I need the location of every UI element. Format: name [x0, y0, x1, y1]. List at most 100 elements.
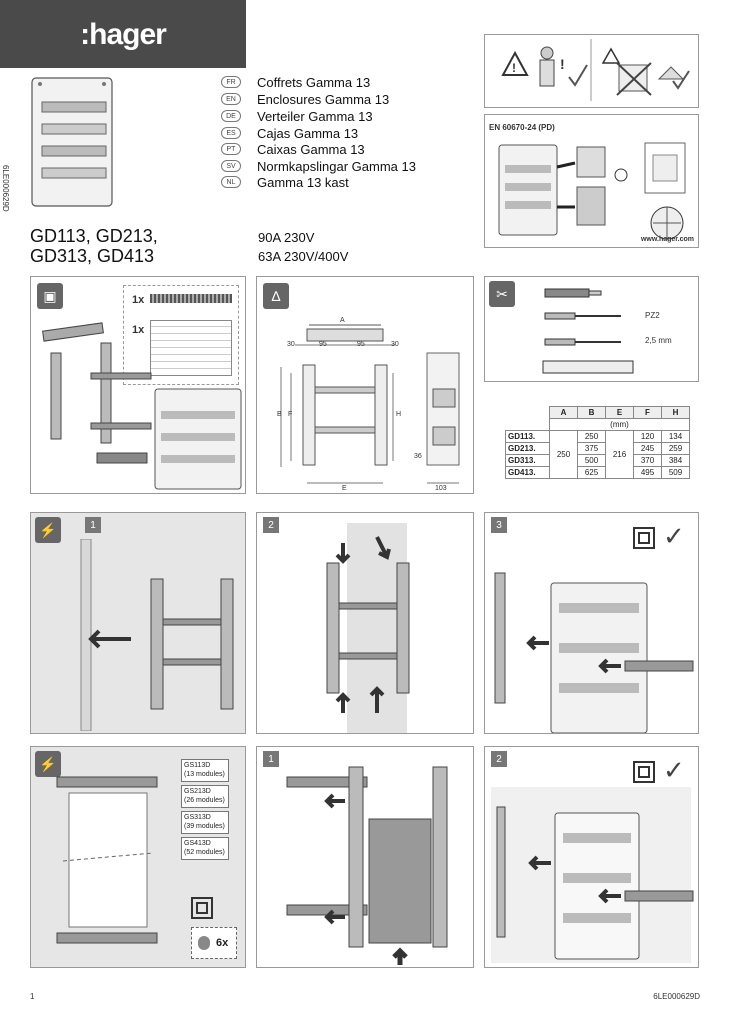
dim-30-left: 30	[287, 341, 295, 348]
language-row-fr: FR Coffrets Gamma 13	[221, 74, 370, 90]
col-header: F	[633, 406, 662, 419]
vertical-doc-id: 6LE000629D	[1, 165, 10, 212]
dim-95-left: 95	[319, 341, 327, 348]
list-item: GS213D(26 modules)	[181, 785, 229, 808]
safety-warning-illustration: ! !	[501, 39, 690, 101]
compass-icon: ∆	[263, 283, 289, 309]
step-number: 3	[491, 517, 507, 533]
row-model: GD413.	[505, 466, 550, 479]
mounting-step-2-panel: 2 ✓	[484, 746, 699, 968]
rating-line-1: 90A 230V	[258, 230, 315, 245]
box-contents-panel: ▣ 1x 1x	[30, 276, 246, 494]
language-row-pt: PT Caixas Gamma 13	[221, 141, 365, 157]
rating-line-2: 63A 230V/400V	[258, 249, 349, 264]
table-corner	[506, 407, 550, 419]
compliance-illustration	[498, 142, 686, 240]
mounting-step-1-panel: 1	[256, 746, 474, 968]
language-row-nl: NL Gamma 13 kast	[221, 174, 349, 190]
dim-f: F	[288, 411, 293, 418]
col-header: B	[577, 406, 606, 419]
table-row: GD213. 375 245 259	[505, 442, 690, 455]
svg-text:!: !	[560, 56, 565, 72]
label-sheet-graphic	[150, 320, 232, 376]
step-2-illustration	[326, 523, 410, 733]
standard-panel: EN 60670-24 (PD) www.hager.com	[484, 114, 699, 248]
checkmark-icon: ✓	[663, 521, 685, 551]
row-model: GD113.	[505, 430, 550, 443]
svg-text:!: !	[512, 61, 516, 75]
col-header: H	[661, 406, 690, 419]
dim-a: A	[340, 317, 345, 324]
power-off-icon: ⚡	[35, 751, 61, 777]
tool-flat-screwdriver: 2,5 mm	[645, 336, 672, 345]
language-row-es: ES Cajas Gamma 13	[221, 125, 358, 141]
page-number: 1	[30, 992, 35, 1001]
accessory-frame-illustration	[56, 776, 158, 944]
accessory-panel: ⚡ GS113D(13 modules) GS213D(26 modules) …	[30, 746, 246, 968]
table-unit-row: (mm)	[506, 418, 690, 431]
row-model: GD313.	[505, 454, 550, 467]
step-3-illustration	[494, 572, 694, 733]
model-line-2: GD313, GD413	[30, 246, 155, 266]
accessory-code: GS113D	[184, 762, 211, 769]
screw-icon	[198, 936, 210, 950]
language-code: DE	[221, 110, 241, 122]
qty-blanking-strip: 1x	[132, 294, 145, 306]
dim-95-right: 95	[357, 341, 365, 348]
language-title: Coffrets Gamma 13	[257, 74, 371, 90]
col-header: E	[605, 406, 634, 419]
box-icon: ▣	[37, 283, 63, 309]
table-header-row: A B E F H	[506, 406, 690, 419]
dim-103: 103	[435, 485, 447, 492]
cell-h: 259	[661, 442, 690, 455]
footer-doc-id: 6LE000629D	[653, 992, 700, 1001]
language-title: Verteiler Gamma 13	[257, 108, 373, 124]
table-row: GD313. 500 370 384	[505, 454, 690, 467]
table-row: GD413. 625 495 509	[505, 466, 690, 479]
tools-icon: ✂	[489, 281, 515, 307]
accessory-list: GS113D(13 modules) GS213D(26 modules) GS…	[181, 759, 229, 863]
step-1-panel: ⚡ 1	[30, 512, 246, 734]
list-item: GS313D(39 modules)	[181, 811, 229, 834]
double-insulation-icon	[633, 527, 655, 549]
dim-36: 36	[414, 453, 422, 460]
dim-e: E	[342, 485, 347, 492]
cell-h: 134	[661, 430, 690, 443]
accessory-desc: (52 modules)	[184, 849, 225, 856]
tool-pz2: PZ2	[645, 311, 660, 320]
step-number: 1	[263, 751, 279, 767]
dim-30-right: 30	[391, 341, 399, 348]
language-title: Caixas Gamma 13	[257, 141, 365, 157]
cell-f: 370	[633, 454, 662, 467]
cell-h: 384	[661, 454, 690, 467]
cell-f: 245	[633, 442, 662, 455]
step-2-panel: 2	[256, 512, 474, 734]
standard-label: EN 60670-24 (PD)	[489, 123, 555, 132]
hager-logo: :hager	[80, 18, 167, 51]
language-code: ES	[221, 127, 241, 139]
tools-panel: ✂ PZ2 2,5 mm	[484, 276, 699, 382]
cell-a: 250	[549, 430, 578, 479]
cell-b: 625	[577, 466, 606, 479]
language-row-en: EN Enclosures Gamma 13	[221, 91, 389, 107]
accessory-code: GS313D	[184, 814, 211, 821]
mounting-step-1-illustration	[286, 766, 448, 965]
mounting-step-2-illustration	[491, 787, 694, 963]
accessory-code: GS213D	[184, 788, 211, 795]
logo-bar	[0, 0, 246, 68]
dim-b: B	[277, 411, 282, 418]
tools-illustration	[542, 288, 634, 374]
language-row-sv: SV Normkapslingar Gamma 13	[221, 158, 416, 174]
safety-warning-panel: ! !	[484, 34, 699, 108]
language-title: Gamma 13 kast	[257, 174, 349, 190]
parts-illustration	[42, 322, 242, 490]
step-3-panel: 3 ✓	[484, 512, 699, 734]
step-1-illustration	[80, 539, 234, 731]
cell-h: 509	[661, 466, 690, 479]
cell-b: 500	[577, 454, 606, 467]
double-insulation-icon	[191, 897, 213, 919]
list-item: GS113D(13 modules)	[181, 759, 229, 782]
language-row-de: DE Verteiler Gamma 13	[221, 108, 373, 124]
row-model: GD213.	[505, 442, 550, 455]
step-number: 2	[263, 517, 279, 533]
